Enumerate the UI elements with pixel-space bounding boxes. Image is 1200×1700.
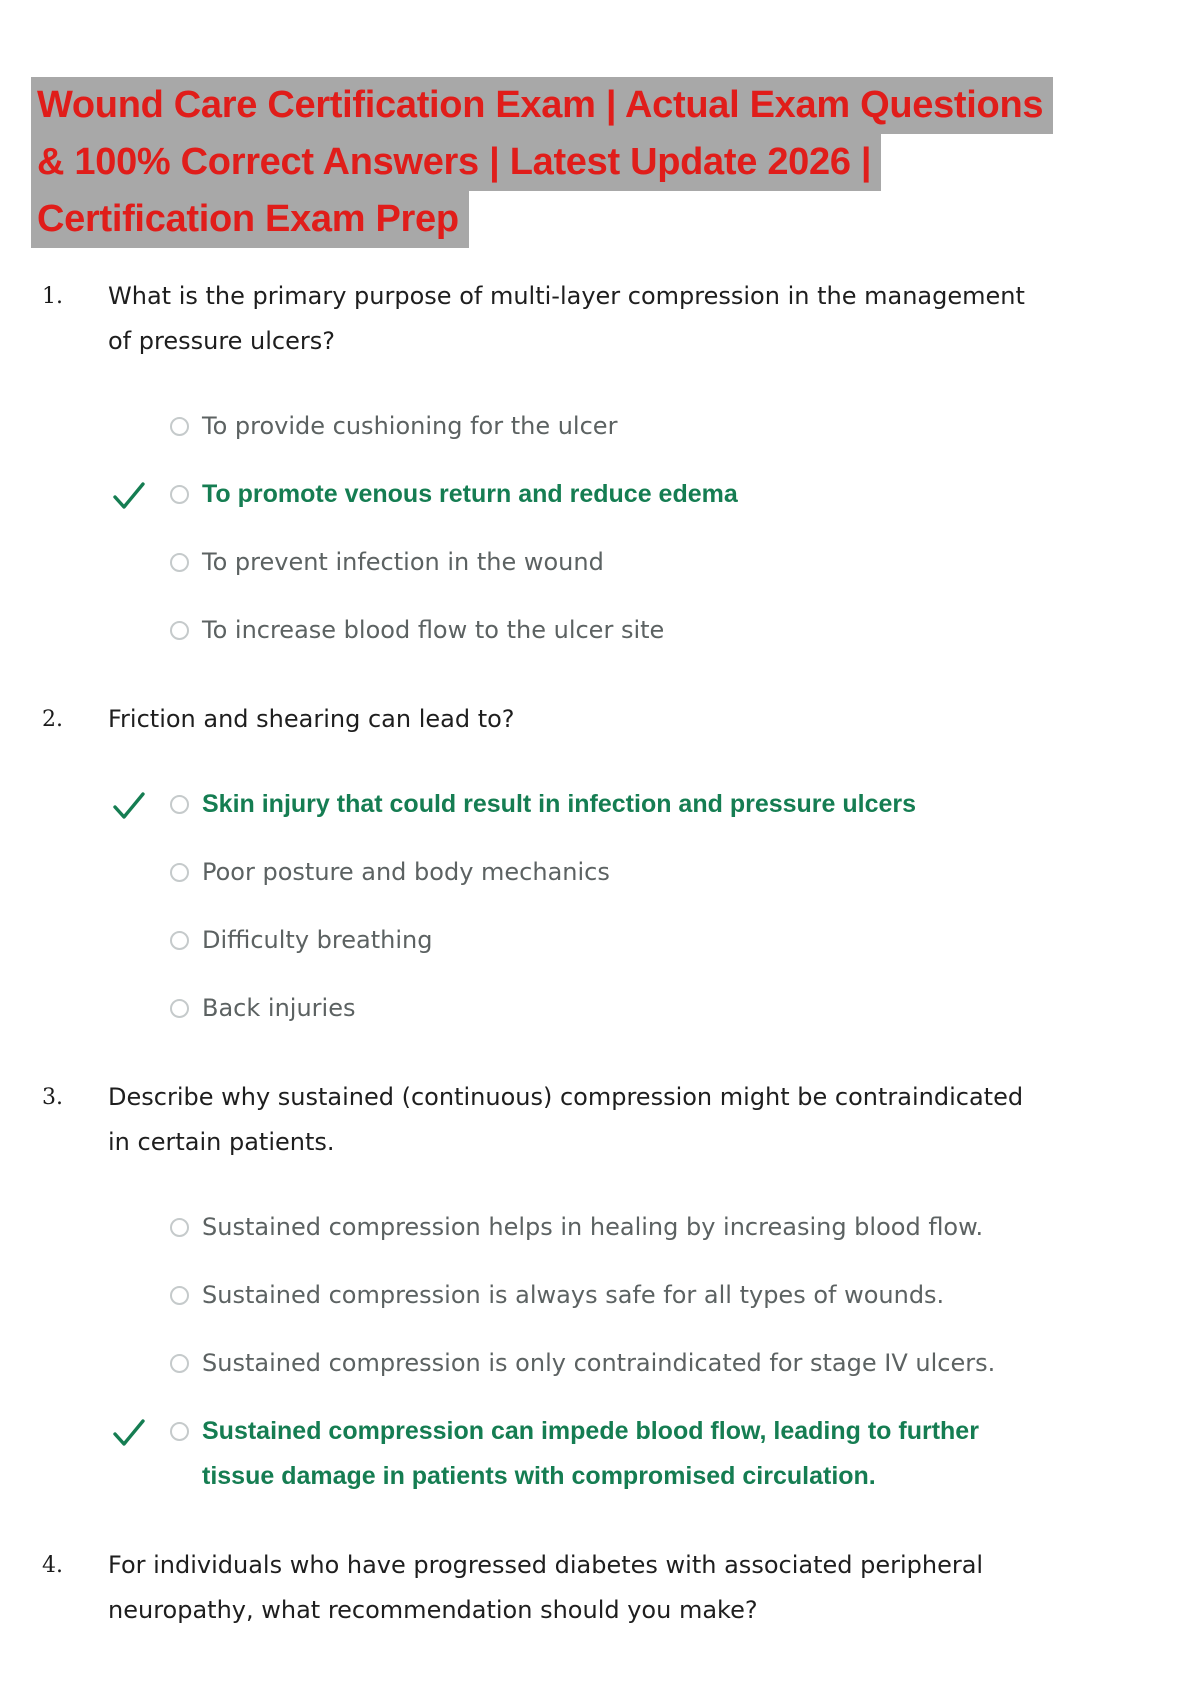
question-item: 3. Describe why sustained (continuous) co… [0,1075,1200,1499]
checkmark-placeholder [112,404,170,412]
correct-answer-text: To promote venous return and reduce edem… [202,472,738,517]
question-row: 4. For individuals who have progressed di… [0,1543,1200,1633]
checkmark-placeholder [112,986,170,994]
option-text: Back injuries [202,986,355,1031]
option-row: Sustained compression is only contraindi… [0,1341,1200,1386]
text-line: Sustained compression helps in healing b… [202,1213,984,1241]
option-text: Difficulty breathing [202,918,432,963]
checkmark-placeholder [112,1273,170,1281]
text-line: What is the primary purpose of multi-lay… [108,282,1025,310]
option-row: Skin injury that could result in infecti… [0,782,1200,827]
correct-checkmark-icon [112,472,170,516]
question-row: 2. Friction and shearing can lead to? [0,697,1200,742]
text-line: Describe why sustained (continuous) comp… [108,1083,1024,1111]
radio-button-icon[interactable] [170,931,189,950]
option-text: Poor posture and body mechanics [202,850,610,895]
question-number: 3. [42,1085,63,1110]
option-text: To prevent infection in the wound [202,540,604,585]
text-line: Sustained compression is always safe for… [202,1281,945,1309]
text-line: To prevent infection in the wound [202,548,604,576]
text-line: Sustained compression can impede blood f… [202,1417,979,1445]
option-row: To prevent infection in the wound [0,540,1200,585]
question-row: 1. What is the primary purpose of multi-l… [0,274,1200,364]
option-row: Back injuries [0,986,1200,1031]
option-row: To provide cushioning for the ulcer [0,404,1200,449]
radio-button-icon[interactable] [170,795,189,814]
checkmark-placeholder [112,1341,170,1349]
title-line: Certification Exam Prep [31,191,1200,248]
document-title: Wound Care Certification Exam | Actual E… [31,0,1200,248]
option-text: To provide cushioning for the ulcer [202,404,617,449]
option-row: Sustained compression helps in healing b… [0,1205,1200,1250]
option-row: Sustained compression can impede blood f… [0,1409,1200,1499]
text-line: in certain patients. [108,1128,335,1156]
checkmark-placeholder [112,918,170,926]
question-item: 2. Friction and shearing can lead to? Skin… [0,697,1200,1031]
text-line: neuropathy, what recommendation should y… [108,1596,758,1624]
radio-button-icon[interactable] [170,1286,189,1305]
correct-answer-text: Skin injury that could result in infecti… [202,782,916,827]
radio-button-icon[interactable] [170,417,189,436]
text-line: Skin injury that could result in infecti… [202,790,917,818]
radio-button-icon[interactable] [170,999,189,1018]
text-line: Difficulty breathing [202,926,433,954]
question-row: 3. Describe why sustained (continuous) co… [0,1075,1200,1165]
text-line: To increase blood flow to the ulcer site [202,616,665,644]
option-row: Difficulty breathing [0,918,1200,963]
checkmark-placeholder [112,608,170,616]
question-number: 4. [42,1553,63,1578]
question-text: Friction and shearing can lead to? [108,697,515,742]
options-list: Sustained compression helps in healing b… [0,1205,1200,1499]
option-text: Sustained compression helps in healing b… [202,1205,983,1250]
text-line: To promote venous return and reduce edem… [202,480,738,508]
options-list: To provide cushioning for the ulcer To pr… [0,404,1200,653]
option-text: Sustained compression is only contraindi… [202,1341,995,1386]
radio-button-icon[interactable] [170,1354,189,1373]
question-text: For individuals who have progressed diab… [108,1543,983,1633]
question-text: What is the primary purpose of multi-lay… [108,274,1025,364]
option-text: To increase blood flow to the ulcer site [202,608,664,653]
text-line: Sustained compression is only contraindi… [202,1349,996,1377]
radio-button-icon[interactable] [170,1218,189,1237]
option-row: To increase blood flow to the ulcer site [0,608,1200,653]
text-line: tissue damage in patients with compromis… [202,1462,876,1490]
checkmark-placeholder [112,850,170,858]
correct-checkmark-icon [112,782,170,826]
question-number: 2. [42,707,63,732]
text-line: Friction and shearing can lead to? [108,705,515,733]
question-item: 4. For individuals who have progressed di… [0,1543,1200,1633]
title-line-highlight: Wound Care Certification Exam | Actual E… [31,77,1054,134]
correct-checkmark-icon [112,1409,170,1453]
title-line: Wound Care Certification Exam | Actual E… [31,77,1200,134]
radio-button-icon[interactable] [170,863,189,882]
text-line: Back injuries [202,994,356,1022]
questions-list: 1. What is the primary purpose of multi-l… [0,274,1200,1633]
checkmark-placeholder [112,1205,170,1213]
option-row: Poor posture and body mechanics [0,850,1200,895]
correct-answer-text: Sustained compression can impede blood f… [202,1409,979,1499]
checkmark-placeholder [112,540,170,548]
text-line: Poor posture and body mechanics [202,858,610,886]
question-text: Describe why sustained (continuous) comp… [108,1075,1023,1165]
option-row: Sustained compression is always safe for… [0,1273,1200,1318]
options-list: Skin injury that could result in infecti… [0,782,1200,1031]
text-line: of pressure ulcers? [108,327,336,355]
option-row: To promote venous return and reduce edem… [0,472,1200,517]
radio-button-icon[interactable] [170,1422,189,1441]
question-number: 1. [42,284,63,309]
title-line-highlight: Certification Exam Prep [31,191,469,248]
radio-button-icon[interactable] [170,621,189,640]
option-text: Sustained compression is always safe for… [202,1273,944,1318]
text-line: To provide cushioning for the ulcer [202,412,618,440]
title-line-highlight: & 100% Correct Answers | Latest Update 2… [31,134,882,191]
radio-button-icon[interactable] [170,485,189,504]
text-line: For individuals who have progressed diab… [108,1551,984,1579]
question-item: 1. What is the primary purpose of multi-l… [0,274,1200,653]
title-line: & 100% Correct Answers | Latest Update 2… [31,134,1200,191]
radio-button-icon[interactable] [170,553,189,572]
